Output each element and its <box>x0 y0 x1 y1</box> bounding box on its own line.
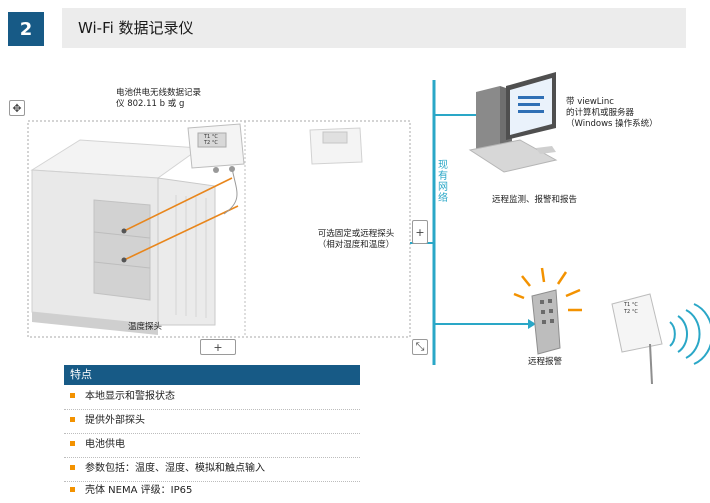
divider <box>64 409 360 410</box>
bullet-icon <box>70 441 75 446</box>
optional-probe-line1: 可选固定或远程探头 <box>317 229 395 239</box>
feature-item: 壳体 NEMA 评级：IP65 <box>64 479 360 501</box>
network-label: 现有网络 <box>438 160 448 204</box>
computer-label-line1: 带 viewLinc <box>566 97 614 107</box>
move-handle-icon[interactable]: ✥ <box>9 100 25 116</box>
refrigerator-illustration <box>30 139 239 335</box>
monitoring-label: 远程监测、报警和报告 <box>492 195 578 205</box>
features-title: 特点 <box>64 365 360 385</box>
computer-label-line2: 的计算机或服务器 <box>566 108 635 118</box>
section-number: 2 <box>8 12 44 46</box>
wifi-logger-device <box>187 123 245 173</box>
resize-handle-icon[interactable]: ⤡ <box>412 339 428 355</box>
optional-probe-line2: （相对湿度和温度） <box>317 240 395 250</box>
logger-label-line2: 仪 802.11 b 或 g <box>116 99 185 109</box>
remote-logger-display-text: T1 °C <box>624 302 638 308</box>
logger-label-line1: 电池供电无线数据记录 <box>116 88 202 98</box>
optional-probe-device <box>309 127 363 165</box>
logger-display-text: T1 °C <box>204 134 218 140</box>
probe-label: 温度探头 <box>128 322 163 332</box>
header-bar <box>62 8 686 48</box>
feature-item: 本地显示和警报状态 <box>64 385 360 409</box>
remote-logger-device <box>611 293 710 385</box>
selection-frame <box>27 120 411 338</box>
add-column-button[interactable]: + <box>412 220 428 244</box>
computer-label-line3: （Windows 操作系统） <box>566 119 658 129</box>
remote-alarm-label: 远程报警 <box>528 357 563 367</box>
logger-display-text-2: T2 °C <box>204 140 218 146</box>
remote-alarm-device <box>513 267 582 355</box>
divider <box>64 433 360 434</box>
bullet-icon <box>70 393 75 398</box>
remote-logger-display-text-2: T2 °C <box>624 309 638 315</box>
feature-item: 提供外部探头 <box>64 409 360 433</box>
divider <box>64 481 360 482</box>
page-title: Wi-Fi 数据记录仪 <box>78 19 194 37</box>
add-row-button[interactable]: + <box>200 339 236 355</box>
divider <box>64 457 360 458</box>
computer-server-illustration <box>468 72 558 173</box>
bullet-icon <box>70 417 75 422</box>
feature-item: 电池供电 <box>64 433 360 457</box>
bullet-icon <box>70 487 75 492</box>
bullet-icon <box>70 465 75 470</box>
feature-item: 参数包括：温度、湿度、模拟和触点输入 <box>64 457 360 481</box>
